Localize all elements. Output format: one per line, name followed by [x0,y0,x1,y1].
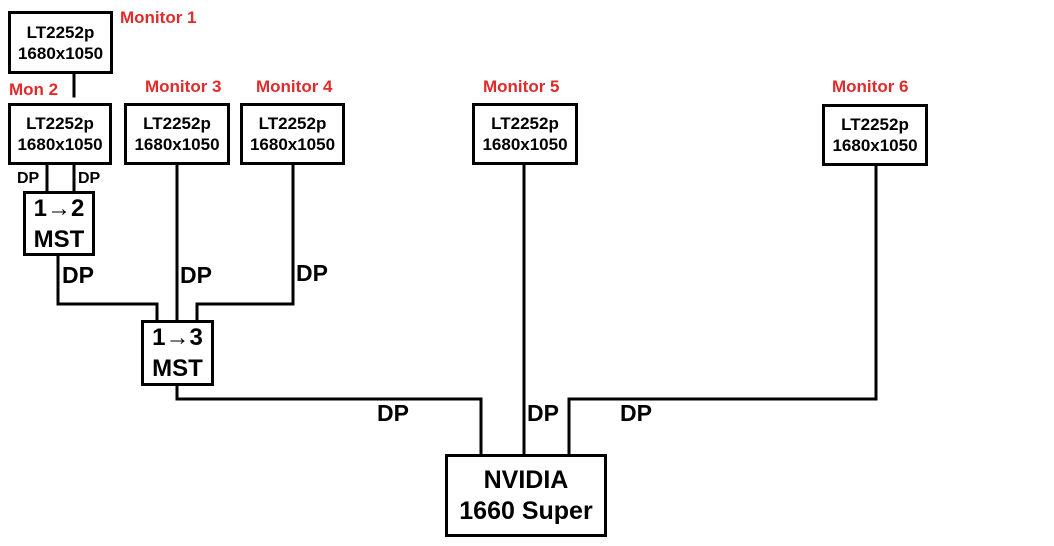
monitor-2-resolution: 1680x1050 [17,135,103,154]
dp-label-mon4: DP [296,260,328,286]
gpu-model: 1660 Super [459,496,593,525]
monitor-6-model: LT2252p [841,115,909,134]
monitor-3-model: LT2252p [143,114,211,133]
dp-label-mst12: DP [62,262,94,288]
monitor-2-tag: Mon 2 [9,80,59,99]
wire-mst12-mst13 [56,254,159,322]
mst-hub-1to2-ratio: 1→2 [33,194,85,222]
gpu-box: NVIDIA 1660 Super [445,454,607,537]
dp-label-mst13-gpu: DP [377,400,409,426]
monitor-5-tag: Monitor 5 [483,77,560,96]
mst-hub-1to3: 1→3 MST [141,320,214,386]
dp-label-mon6: DP [620,400,652,426]
gpu-brand: NVIDIA [483,465,569,494]
mst-hub-1to2: 1→2 MST [23,191,95,256]
wire-mst13-gpu [175,384,483,456]
monitor-4-box: LT2252p 1680x1050 [240,103,345,165]
wire-mon6-gpu [567,164,878,456]
monitor-1-box: LT2252p 1680x1050 [8,11,113,74]
mst-hub-1to2-label: MST [33,225,85,253]
dp-label-mon2-right: DP [78,170,101,187]
monitor-5-box: LT2252p 1680x1050 [472,103,578,165]
dp-label-mon3: DP [180,262,212,288]
monitor-5-resolution: 1680x1050 [482,135,568,154]
monitor-6-tag: Monitor 6 [832,77,909,96]
monitor-3-tag: Monitor 3 [145,77,222,96]
monitor-4-tag: Monitor 4 [256,77,333,96]
monitor-2-model: LT2252p [26,114,94,133]
dp-label-mon2-left: DP [17,170,40,187]
monitor-4-model: LT2252p [258,114,327,133]
monitor-1-resolution: 1680x1050 [17,43,104,63]
dp-label-mon5: DP [527,400,559,426]
monitor-5-model: LT2252p [491,114,559,133]
mst-hub-1to3-ratio: 1→3 [152,324,203,351]
monitor-4-resolution: 1680x1050 [249,135,336,154]
monitor-1-tag: Monitor 1 [120,8,197,27]
monitor-3-resolution: 1680x1050 [134,135,220,154]
mst-hub-1to3-label: MST [152,355,203,382]
monitor-1-model: LT2252p [26,22,95,42]
monitor-6-box: LT2252p 1680x1050 [822,104,928,166]
wire-mon4-mst13 [195,163,295,322]
monitor-2-box: LT2252p 1680x1050 [8,103,112,165]
monitor-3-box: LT2252p 1680x1050 [124,103,230,165]
monitor-6-resolution: 1680x1050 [832,136,918,155]
